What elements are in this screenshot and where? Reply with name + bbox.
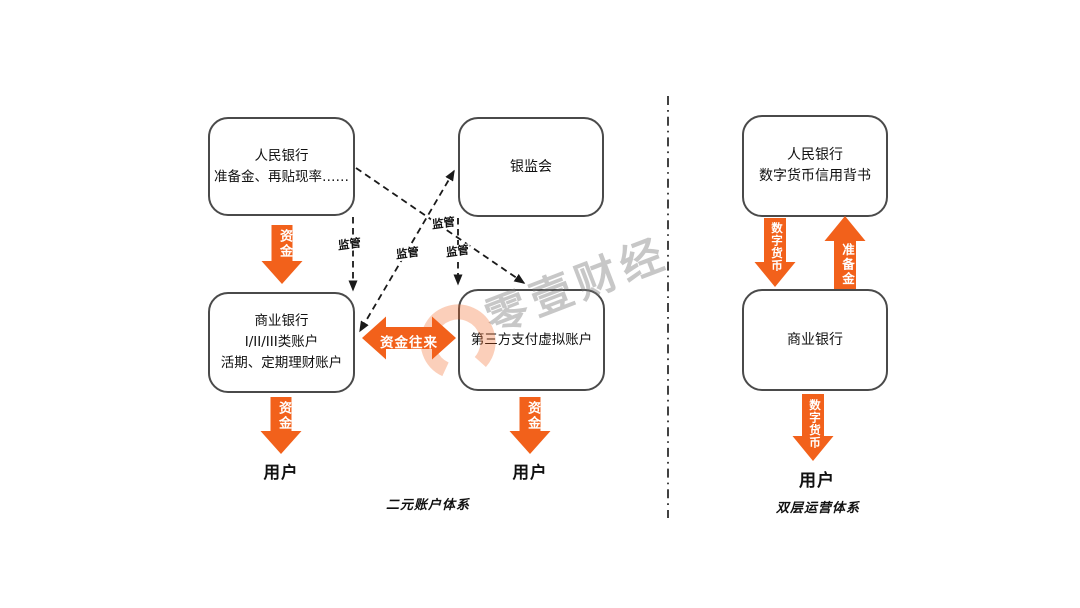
user-label-bank: 用户 xyxy=(263,463,299,482)
node-commercial-bank-right: 商业银行 xyxy=(742,289,888,391)
user-label-right: 用户 xyxy=(799,471,835,491)
node-pboc-left-line2: 准备金、再贴现率…… xyxy=(214,168,349,185)
supervision-label-2: 监管 xyxy=(394,244,421,262)
funds-label-pboc-bank: 资金 xyxy=(277,229,292,259)
digital-currency-label-user: 数字货币 xyxy=(808,399,822,449)
node-commercial-bank-left: 商业银行 I/II/III类账户 活期、定期理财账户 xyxy=(208,292,355,393)
funds-label-bank-user: 资金 xyxy=(276,401,291,431)
supervision-label-1: 监管 xyxy=(336,235,363,253)
node-bank-line1: 商业银行 xyxy=(254,313,309,329)
node-pboc-right-line2: 数字货币信用背书 xyxy=(759,168,871,184)
funds-flow-label: 资金往来 xyxy=(380,335,438,351)
node-pboc-left-line1: 人民银行 xyxy=(254,147,309,164)
supervision-label-3: 监管 xyxy=(444,242,471,260)
node-third-party-payment: 第三方支付虚拟账户 xyxy=(458,289,605,391)
node-bank-right-line1: 商业银行 xyxy=(787,331,843,348)
node-cbrc-line1: 银监会 xyxy=(510,158,552,175)
node-pboc-right: 人民银行 数字货币信用背书 xyxy=(742,115,888,217)
caption-two-tier-operation-system: 双层运营体系 xyxy=(775,501,860,516)
supervision-label-4: 监管 xyxy=(430,214,457,232)
node-cbrc: 银监会 xyxy=(458,117,604,217)
node-bank-line3: 活期、定期理财账户 xyxy=(220,355,343,371)
node-bank-line2: I/II/III类账户 xyxy=(244,334,319,350)
user-label-tpp: 用户 xyxy=(512,463,548,482)
caption-dual-account-system: 二元账户体系 xyxy=(385,498,470,513)
digital-currency-label-down: 数字货币 xyxy=(770,222,784,272)
node-tpp-line1: 第三方支付虚拟账户 xyxy=(470,331,593,348)
reserve-label-up: 准备金 xyxy=(840,243,855,287)
node-pboc-left: 人民银行 准备金、再贴现率…… xyxy=(208,117,355,216)
funds-label-tpp-user: 资金 xyxy=(525,401,540,431)
node-pboc-right-line1: 人民银行 xyxy=(787,147,843,163)
